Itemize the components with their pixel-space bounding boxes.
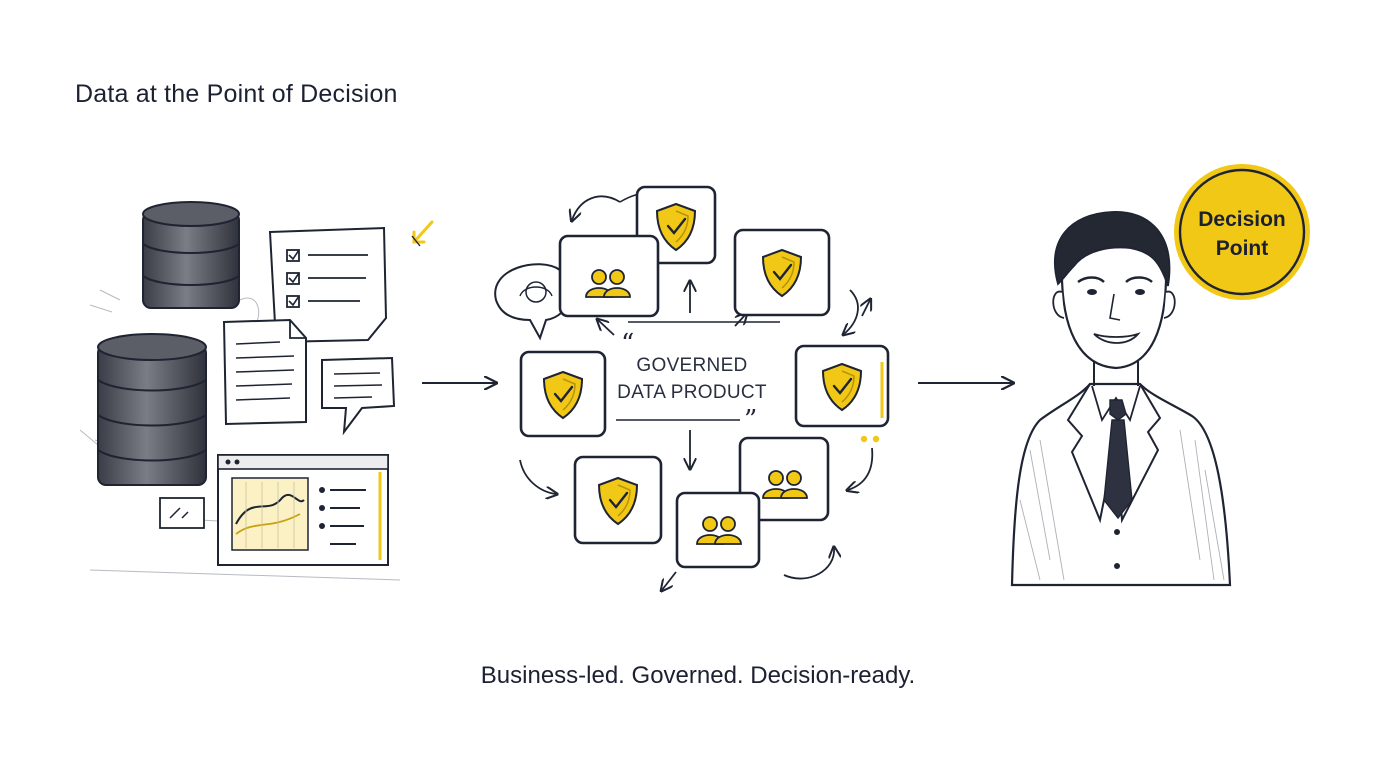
dashboard-icon	[217, 454, 389, 566]
badge-line1: Decision	[1198, 208, 1286, 231]
center-label-line1: GOVERNED	[636, 355, 748, 376]
center-label-line2: DATA PRODUCT	[617, 382, 767, 403]
badge-line2: Point	[1215, 237, 1269, 260]
database-icon	[97, 333, 207, 486]
shield-check-icon	[573, 455, 663, 545]
governed-data-product-cluster: “ ”	[494, 185, 890, 590]
chat-bubble-icon	[321, 356, 396, 436]
decision-point-label: Decision Point	[1172, 205, 1312, 263]
people-icon	[675, 491, 761, 569]
close-quote-mark: ”	[744, 405, 757, 435]
decision-point-badge	[1174, 164, 1310, 300]
shield-check-icon	[519, 350, 607, 438]
page-title: Data at the Point of Decision	[75, 80, 398, 108]
person-icon	[1010, 211, 1232, 587]
shield-check-icon	[794, 344, 890, 428]
open-quote-mark: “	[621, 329, 634, 359]
governed-data-product-label: GOVERNED DATA PRODUCT	[612, 352, 772, 406]
people-icon	[558, 234, 660, 318]
raw-sources-cluster	[79, 201, 434, 581]
database-icon	[142, 201, 240, 309]
tagline: Business-led. Governed. Decision-ready.	[480, 662, 916, 689]
people-icon	[738, 436, 830, 522]
shield-check-icon	[733, 228, 831, 317]
document-icon	[222, 318, 307, 426]
